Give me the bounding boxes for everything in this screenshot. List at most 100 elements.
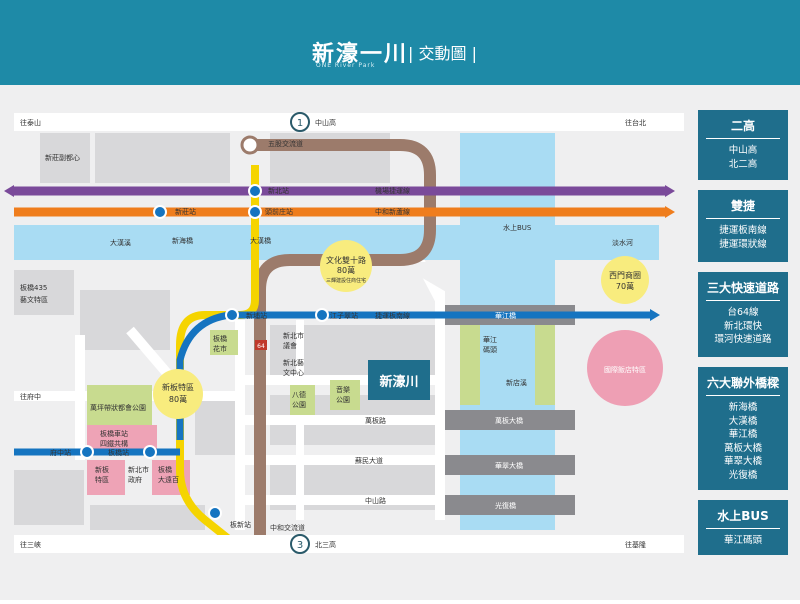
label-flower-market-b: 花市 [213, 344, 227, 353]
shield-1-label: 1 [297, 118, 303, 129]
label-banxin: 板新站 [230, 520, 251, 529]
legend-item: 大漢橋 [728, 415, 758, 427]
legend-head: 水上BUS [706, 500, 780, 529]
highway-64-line [250, 139, 436, 540]
label-xinzhuang-station: 新莊站 [175, 207, 196, 216]
rivers [14, 133, 659, 530]
orange-line-arrow [665, 206, 675, 218]
label-wenhua-10-price: 80萬 [337, 265, 355, 275]
legend-item: 環河快速道路 [714, 334, 772, 345]
label-station-4: 板橋車站 [100, 429, 128, 438]
label-city-gov-b: 政府 [128, 475, 142, 484]
bade-park-area [290, 385, 315, 415]
label-zhonghe-line: 中和新蘆線 [375, 207, 410, 216]
label-music-park: 音樂 [336, 385, 350, 394]
label-xinpu: 新埔站 [246, 311, 267, 320]
label-banqiao435-b: 藝文特區 [20, 295, 48, 304]
label-sanxia: 往三峽 [20, 540, 41, 549]
label-huajiang-wharf-b: 碼頭 [483, 346, 497, 354]
label-wenhua-10-note: 三輝建設住商住宅 [326, 277, 366, 284]
label-station-4-b: 四鐵共構 [100, 439, 128, 448]
label-dahan: 大漢溪 [110, 238, 131, 247]
intl-hotel-zone [587, 330, 663, 406]
legend-item: 北二高 [728, 158, 758, 170]
huajiang-riverside-park [460, 315, 480, 405]
legend-item: 台64線 [727, 307, 759, 318]
label-huajiang-wharf: 華江 [483, 335, 497, 344]
label-huacui-bridge: 華翠大橋 [495, 461, 523, 470]
traffic-map: 1 3 往泰山 中山高 往台北 往三峽 北三高 往基隆 往府中 新莊副都心 五股… [4, 112, 684, 554]
label-huajiang-bridge: 華江橋 [495, 311, 516, 320]
label-wanban-rd: 萬板路 [365, 416, 386, 425]
label-zhongshan-rd: 中山路 [365, 496, 386, 505]
label-xindian-stream: 新店溪 [506, 378, 527, 387]
mrt-stations [80, 135, 329, 520]
label-tai64-badge: 64 [257, 343, 265, 350]
label-touqianzhuang: 頭前庄站 [265, 207, 293, 216]
label-xinban: 新板特區 [162, 382, 194, 392]
label-city-gov: 新北市 [128, 465, 149, 474]
legend-item: 捷運環狀線 [719, 238, 767, 250]
legend-item: 新北環快 [723, 320, 762, 332]
legend-item: 華江碼頭 [723, 535, 762, 546]
airport-line-arrow-left [4, 185, 14, 197]
label-zhonghe-ic: 中和交流道 [270, 523, 305, 532]
legend-item: 中山高 [728, 145, 758, 156]
music-park-area [330, 380, 360, 410]
label-keelung: 往基隆 [625, 540, 646, 549]
label-xinbei-art-b: 文中心 [283, 368, 304, 377]
legend-item: 新海橋 [728, 402, 758, 413]
label-dahan-bridge: 大漢橋 [250, 236, 271, 245]
legend-waterbus: 水上BUS 華江碼頭 [698, 500, 788, 555]
label-project: 新濠川 [379, 374, 418, 390]
legend-bridges: 六大聯外橋樑 新海橋 大漢橋 華江橋 萬板大橋 華翠大橋 光復橋 [698, 367, 788, 490]
legend-item: 光復橋 [728, 469, 758, 481]
legend-head: 雙捷 [706, 190, 780, 219]
map-area: 1 3 往泰山 中山高 往台北 往三峽 北三高 往基隆 往府中 新莊副都心 五股… [0, 85, 800, 600]
shield-3-label: 3 [297, 540, 303, 551]
highway-1-shield [290, 112, 310, 132]
wanping-park-area [87, 385, 152, 425]
label-wenhua-10: 文化雙十路 [326, 255, 366, 265]
page-title: | 交動圖 | [408, 44, 477, 63]
banqiao-line-curve [176, 311, 231, 440]
circular-mrt-line [176, 165, 259, 544]
highway-bottom [14, 535, 684, 553]
label-flower-market: 板橋 [213, 334, 227, 343]
label-wanping-park: 萬坪帶狀都會公園 [90, 403, 146, 412]
label-xinzhuang-center: 新莊副都心 [45, 153, 80, 162]
label-xinban-sp-b: 特區 [95, 475, 109, 484]
label-wanban-bridge: 萬板大橋 [495, 416, 523, 425]
tai64-badge [255, 340, 267, 350]
label-suming: 蘇民大道 [355, 456, 383, 465]
xinban-special-area [87, 460, 125, 495]
legend-item: 華江橋 [728, 429, 758, 440]
brand-subtitle: ONE River Park [316, 62, 376, 69]
label-intl-hotel: 國際飯店特區 [604, 365, 646, 374]
highway-3-shield [290, 534, 310, 554]
legend-highways: 二高 中山高 北二高 [698, 110, 788, 180]
label-dayuanbai: 板橋 [158, 465, 172, 474]
label-xinban-sp: 新板 [95, 465, 109, 474]
legend-item: 萬板大橋 [723, 442, 762, 454]
label-xinbei-hall: 新北市 [283, 331, 304, 340]
header-bar: 新濠一川 ONE River Park | 交動圖 | [0, 0, 800, 85]
legend-head: 二高 [706, 110, 780, 139]
highway-top [14, 113, 684, 131]
label-zhongshan-hwy: 中山高 [315, 118, 336, 127]
legend-expressways: 三大快速道路 台64線 新北環快 環河快速道路 [698, 272, 788, 357]
label-wugu: 五股交流道 [268, 139, 303, 148]
flower-market-area [210, 330, 238, 355]
legend-head: 六大聯外橋樑 [706, 367, 780, 396]
label-music-park-b: 公園 [336, 396, 350, 404]
label-fuzhong: 府中站 [50, 448, 71, 457]
label-taishan: 往泰山 [20, 118, 41, 127]
label-taipei: 往台北 [625, 118, 646, 127]
airport-line-arrow [665, 185, 675, 197]
label-guangfu-bridge: 光復橋 [495, 501, 516, 510]
label-fuzhong-dir: 往府中 [20, 392, 41, 401]
label-airport-line: 機場捷運線 [375, 186, 410, 195]
legend-head: 三大快速道路 [706, 272, 780, 301]
bridges [445, 305, 575, 515]
label-banqiao435: 板橋435 [20, 283, 47, 292]
